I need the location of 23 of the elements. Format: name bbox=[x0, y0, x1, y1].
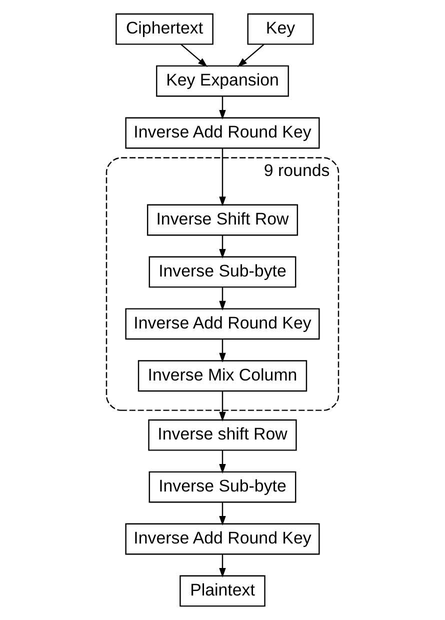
arrow bbox=[237, 44, 264, 68]
arrow bbox=[219, 554, 226, 578]
node-box: Inverse Sub-byte bbox=[148, 256, 296, 288]
node-box: Inverse Add Round Key bbox=[125, 308, 320, 340]
arrow bbox=[219, 148, 226, 206]
node-box: Key Expansion bbox=[156, 65, 289, 97]
node-box: Ciphertext bbox=[116, 13, 214, 45]
arrow bbox=[219, 235, 226, 259]
arrow bbox=[180, 44, 208, 68]
arrow bbox=[219, 450, 226, 474]
node-box: Inverse Add Round Key bbox=[125, 523, 320, 555]
node-box: Key bbox=[247, 13, 314, 45]
arrow bbox=[219, 339, 226, 363]
arrow bbox=[219, 502, 226, 526]
arrow bbox=[219, 287, 226, 311]
node-box: Inverse Add Round Key bbox=[125, 117, 320, 149]
node-box: Inverse Sub-byte bbox=[148, 471, 296, 503]
node-box: Inverse shift Row bbox=[148, 419, 297, 451]
node-box: Inverse Shift Row bbox=[146, 204, 298, 236]
node-box: Plaintext bbox=[180, 575, 266, 607]
arrow bbox=[219, 391, 226, 422]
node-box: Inverse Mix Column bbox=[138, 360, 308, 392]
arrow bbox=[219, 96, 226, 120]
